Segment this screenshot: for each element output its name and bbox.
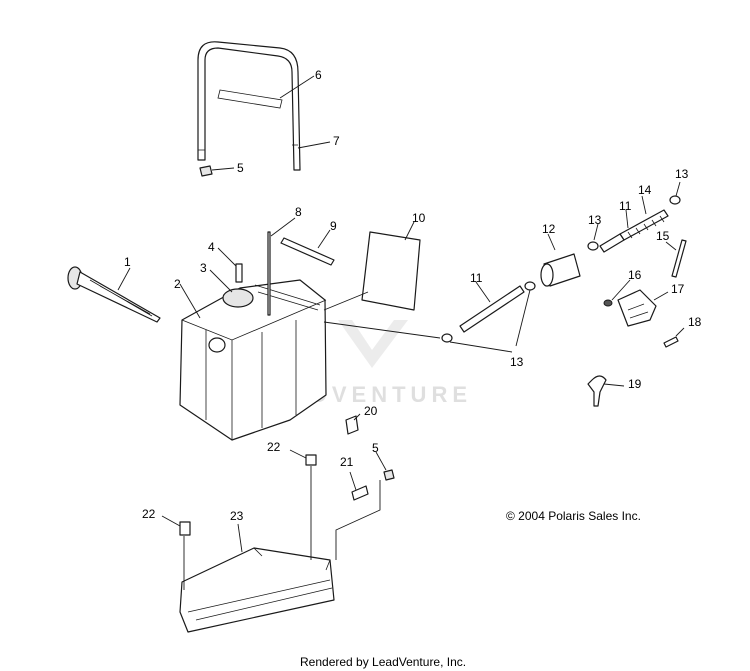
callout-1: 1	[124, 255, 131, 269]
callout-12: 12	[542, 222, 556, 236]
part-bolt-b	[179, 521, 191, 536]
part-fitting	[235, 263, 243, 283]
part-pin	[267, 231, 271, 316]
callout-11: 11	[470, 271, 483, 285]
part-nut-top	[199, 165, 213, 177]
part-stick	[671, 239, 687, 278]
callout-11: 11	[619, 199, 632, 213]
callout-18: 18	[688, 315, 702, 329]
callout-6: 6	[315, 68, 322, 82]
part-tank-port	[208, 337, 226, 353]
callout-22: 22	[267, 440, 281, 454]
part-push-clip	[587, 375, 607, 407]
callouts: 1 2 3 4 5 5 6 7 8 9 10 11 11 12 13 13 13…	[124, 68, 702, 523]
part-pad	[361, 231, 421, 311]
part-clip	[345, 415, 359, 435]
part-spring-hose	[599, 209, 669, 253]
callout-19: 19	[628, 377, 642, 391]
part-filler-neck	[67, 266, 161, 323]
part-strap	[217, 89, 283, 109]
part-clamp-d	[669, 195, 681, 205]
callout-8: 8	[295, 205, 302, 219]
footer-text: Rendered by LeadVenture, Inc.	[300, 655, 466, 669]
callout-17: 17	[671, 282, 685, 296]
callout-20: 20	[364, 404, 378, 418]
watermark-logo	[338, 320, 408, 368]
part-small-nut	[603, 299, 613, 307]
part-bracket	[197, 41, 301, 171]
callout-21: 21	[340, 455, 354, 469]
callout-10: 10	[412, 211, 426, 225]
callout-14: 14	[638, 183, 652, 197]
callout-15: 15	[656, 229, 670, 243]
part-bolt-a	[305, 454, 317, 466]
part-fuel-tank	[179, 279, 327, 441]
leader-lines	[117, 75, 685, 590]
callout-5: 5	[372, 441, 379, 455]
callout-13: 13	[675, 167, 689, 181]
callout-13: 13	[510, 355, 524, 369]
part-clamp-b	[441, 333, 453, 343]
callout-4: 4	[208, 240, 215, 254]
copyright-text: © 2004 Polaris Sales Inc.	[506, 509, 641, 523]
part-clamp-a	[524, 281, 536, 291]
callout-2: 2	[174, 277, 181, 291]
callout-9: 9	[330, 219, 337, 233]
callout-16: 16	[628, 268, 642, 282]
part-bolt	[351, 485, 369, 501]
callout-5: 5	[237, 161, 244, 175]
part-nut-lower	[383, 469, 395, 481]
part-fuel-filter	[540, 253, 581, 287]
callout-23: 23	[230, 509, 244, 523]
callout-7: 7	[333, 134, 340, 148]
part-mount-bracket	[617, 289, 657, 327]
callout-22: 22	[142, 507, 156, 521]
part-rod	[280, 237, 335, 266]
part-sender	[222, 288, 254, 308]
part-tube	[459, 285, 525, 333]
callout-13: 13	[588, 213, 602, 227]
part-screw	[663, 336, 679, 348]
callout-3: 3	[200, 261, 207, 275]
part-clamp-c	[587, 241, 599, 251]
part-skid-plate	[179, 547, 335, 633]
